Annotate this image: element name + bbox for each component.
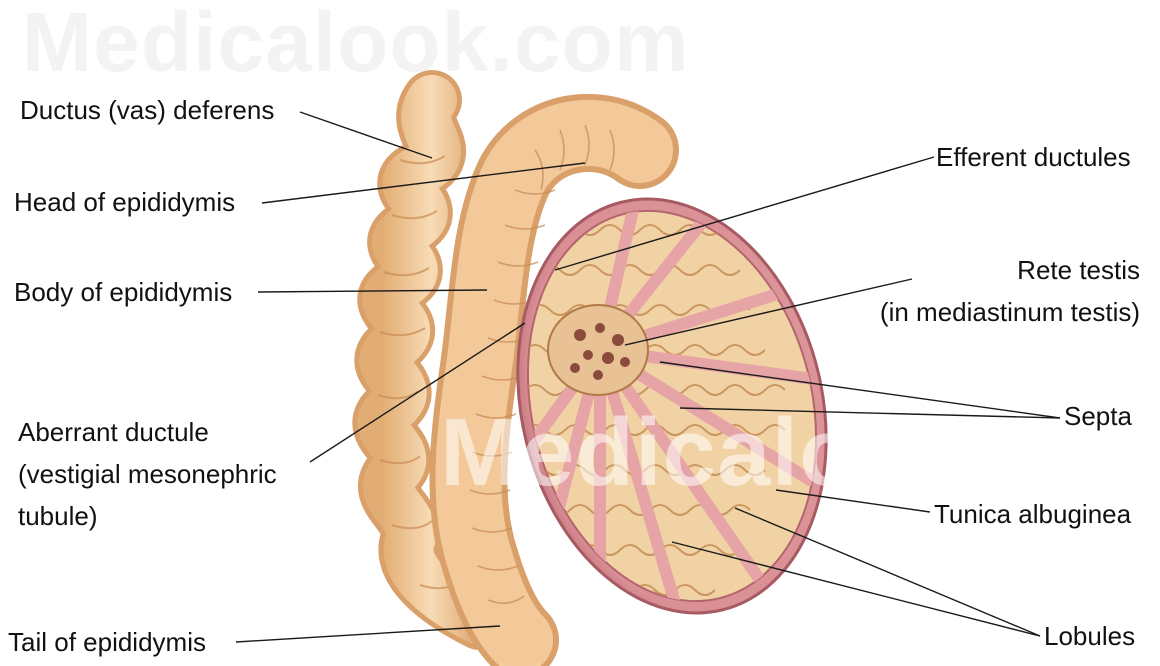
label-aberrant-ductule-line1: Aberrant ductule — [18, 416, 209, 448]
rete-testis-network — [548, 305, 648, 395]
label-aberrant-ductule-line3: tubule) — [18, 500, 98, 532]
label-septa: Septa — [1064, 400, 1132, 432]
label-lobules: Lobules — [1044, 620, 1135, 652]
label-head-of-epididymis: Head of epididymis — [14, 186, 235, 218]
label-tunica-albuginea: Tunica albuginea — [934, 498, 1131, 530]
label-aberrant-ductule-line2: (vestigial mesonephric — [18, 458, 277, 490]
label-efferent-ductules: Efferent ductules — [936, 141, 1131, 173]
label-tail-of-epididymis: Tail of epididymis — [8, 626, 206, 658]
label-rete-testis-line2: (in mediastinum testis) — [850, 296, 1140, 328]
watermark-middle: Medicalook.com — [440, 398, 1160, 508]
label-ductus-deferens: Ductus (vas) deferens — [20, 94, 274, 126]
label-body-of-epididymis: Body of epididymis — [14, 276, 232, 308]
label-rete-testis-line1: Rete testis — [850, 254, 1140, 286]
